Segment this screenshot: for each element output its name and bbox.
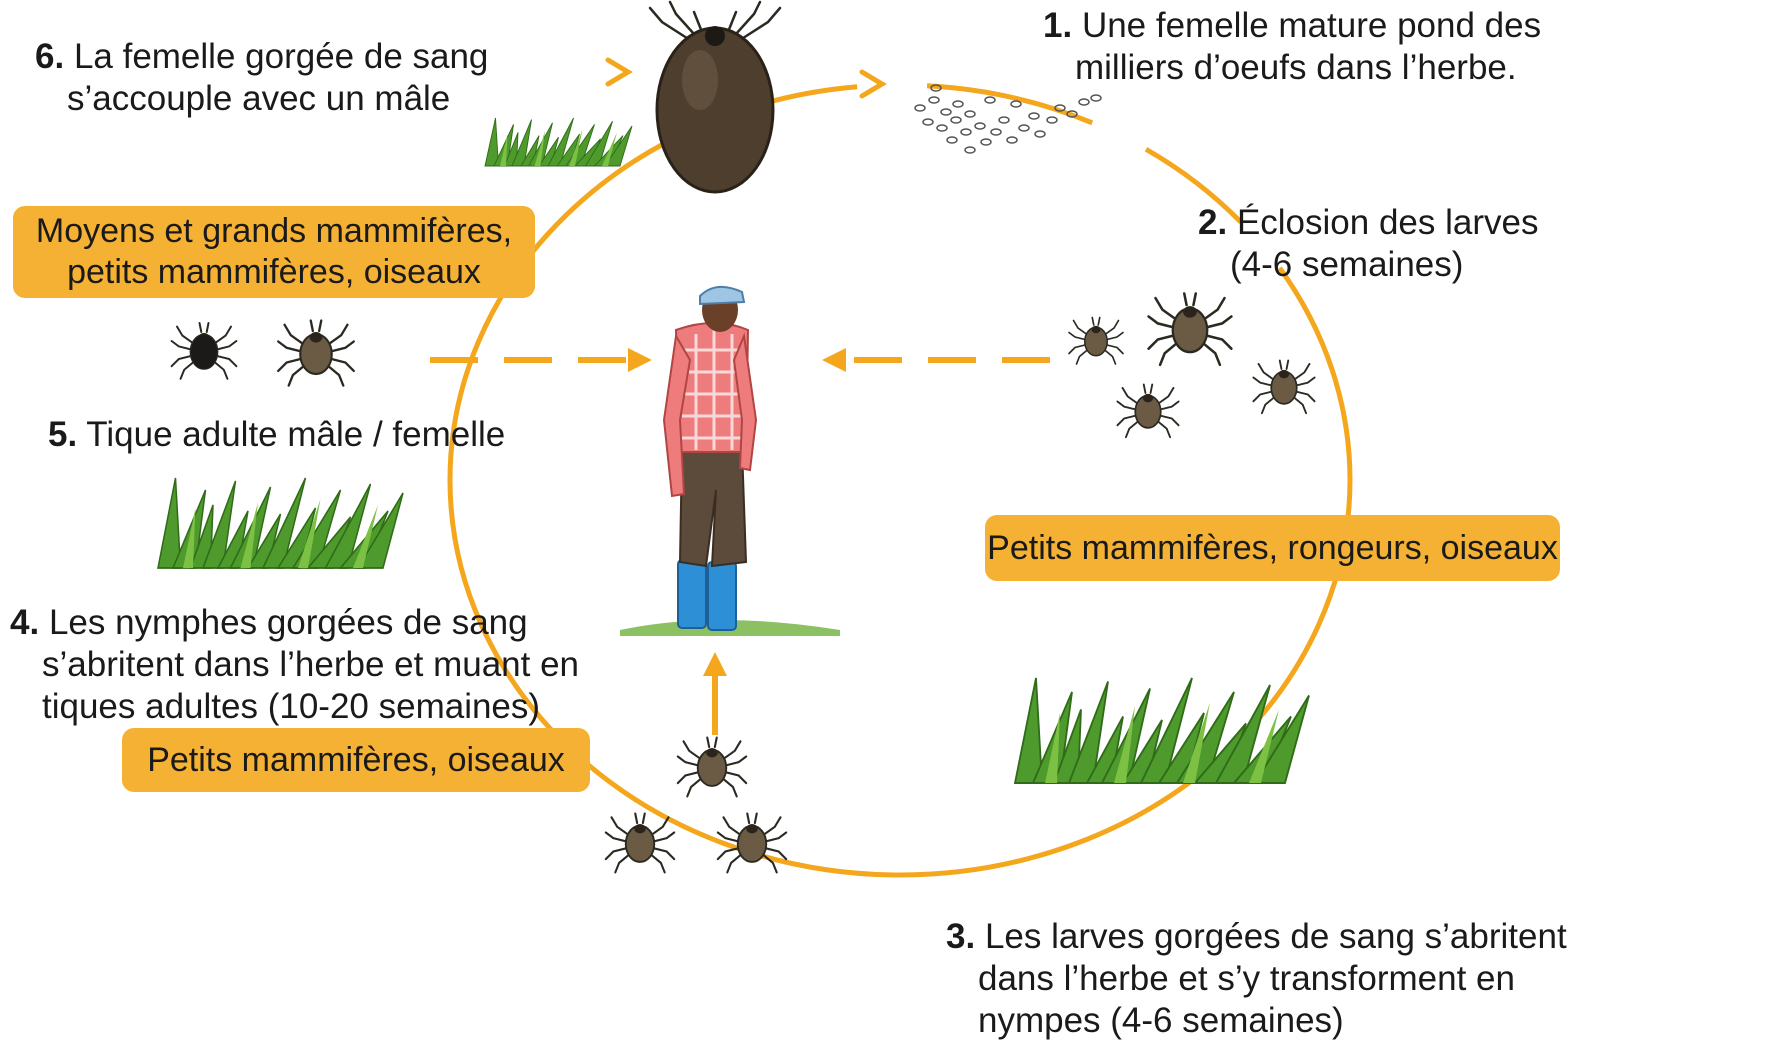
- engorged-female-tick: [650, 2, 780, 192]
- larva-tick: [1253, 361, 1314, 414]
- step-3-label: 3. Les larves gorgées de sang s’abritent…: [946, 916, 1567, 1042]
- step-5-label: 5. Tique adulte mâle / femelle: [48, 414, 505, 456]
- step-4-label: 4. Les nymphes gorgées de sang s’abriten…: [10, 602, 579, 728]
- larva-tick: [1149, 294, 1232, 365]
- grass-tuft: [485, 118, 632, 166]
- host-box-adults: Moyens et grands mammifères, petits mamm…: [13, 206, 535, 298]
- adult-female-tick: [278, 321, 354, 386]
- human-figure: [620, 287, 840, 636]
- host-box-larvae: Petits mammifères, rongeurs, oiseaux: [985, 515, 1560, 581]
- larva-tick: [1069, 318, 1123, 365]
- nymph-tick: [606, 814, 674, 873]
- grass-tuft: [158, 478, 403, 568]
- adult-male-tick: [172, 323, 237, 379]
- host-box-nymphs: Petits mammifères, oiseaux: [122, 728, 590, 792]
- step-1-label: 1. Une femelle mature pond des milliers …: [1043, 5, 1541, 89]
- step-2-label: 2. Éclosion des larves (4-6 semaines): [1198, 202, 1538, 286]
- grass-tuft: [1015, 678, 1309, 783]
- nymph-tick: [678, 738, 746, 797]
- step-6-label: 6. La femelle gorgée de sang s’accouple …: [35, 36, 488, 120]
- larva-tick: [1117, 385, 1178, 438]
